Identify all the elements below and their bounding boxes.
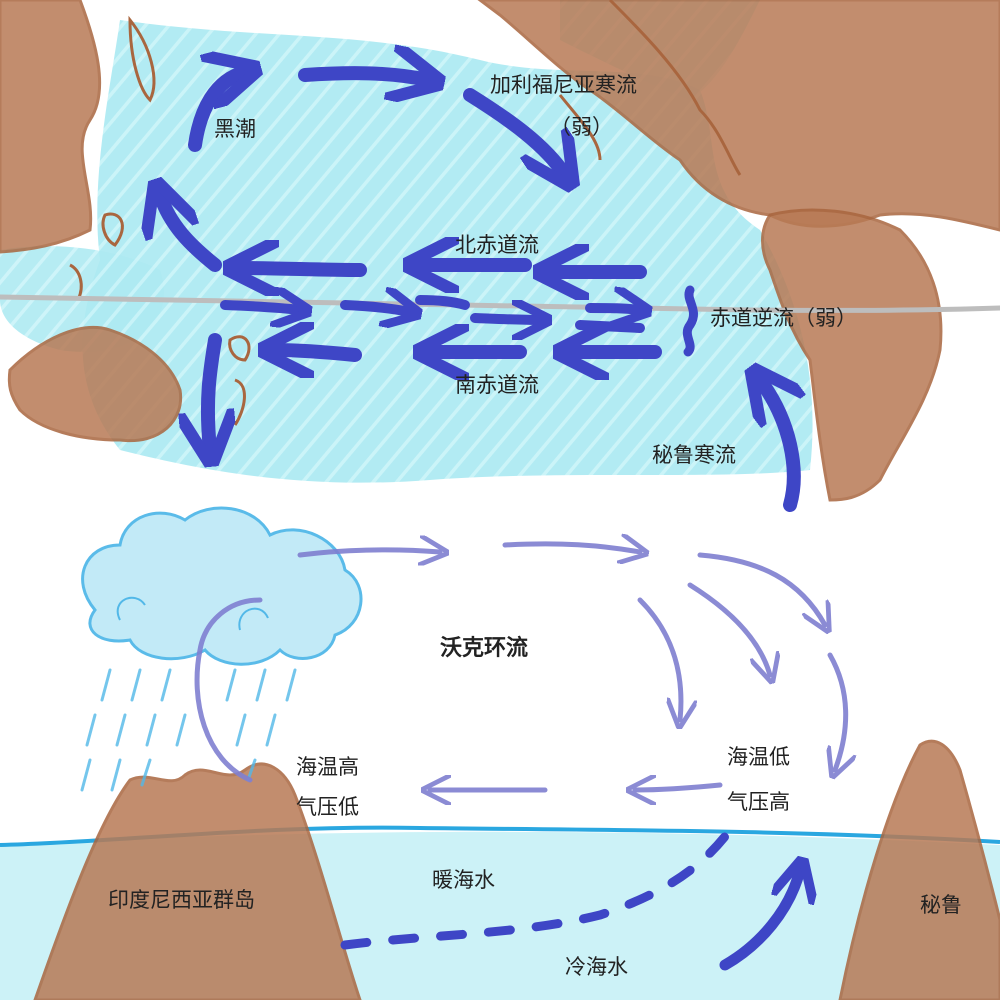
label-kuroshio: 黑潮 [214,117,256,141]
upper-flow-arrow-1 [297,550,440,555]
counter-current-arrow-2 [340,305,410,312]
label-peru-current: 秘鲁寒流 [652,443,736,467]
north-pacific-drift-arrow [298,73,428,80]
land-asia [0,0,156,254]
upper-flow-arrow-3 [697,552,825,625]
walker-arrows [194,544,846,790]
label-warm-water: 暖海水 [432,868,495,892]
north-equatorial-arrow-1 [240,268,367,270]
surface-return-arrow-1 [635,785,723,790]
kuroshio-west-arrow [160,195,222,272]
counter-current-hook [682,285,698,357]
south-equatorial-arrow-1 [275,350,362,355]
rain [80,668,297,792]
warm-water-arrow [340,825,735,950]
land-south-america [761,208,943,502]
east-australia-arrow [208,333,215,450]
indonesia-island [33,762,362,1000]
upper-flow-arrow-2 [502,544,640,552]
label-east-sea-temp: 海温低 [727,745,790,769]
sinking-arrow-1 [637,597,681,720]
counter-current-arrow-3 [415,295,470,310]
rain-cloud [81,506,363,666]
peru-current-arrow [760,380,794,512]
counter-current-arrow-4 [470,318,540,320]
land-north-america [477,0,1000,232]
label-west-sea-temp: 海温高 [296,755,359,779]
counter-current-arrow-5 [585,308,640,310]
peru-mountain [838,739,1000,1000]
walker-circulation-title: 沃克环流 [440,636,529,661]
kuroshio-arrow [188,72,245,152]
label-west-pressure: 气压低 [296,795,359,819]
sinking-arrow-2 [687,582,770,675]
label-north-equatorial-current: 北赤道流 [455,233,539,257]
label-peru: 秘鲁 [920,893,962,917]
label-cold-water: 冷海水 [565,955,628,979]
label-indonesia: 印度尼西亚群岛 [108,888,255,912]
label-equatorial-countercurrent: 赤道逆流（弱） [710,306,857,330]
cold-water-upwelling-arrow [719,870,800,971]
label-east-pressure: 气压高 [727,790,790,814]
rising-air-arrow [194,597,263,783]
counter-current-arrow-6 [575,320,645,333]
label-california-current: 加利福尼亚寒流 [490,73,637,97]
label-california-current-note: （弱） [550,115,613,139]
current-arrows [160,72,794,512]
sinking-arrow-3 [830,652,846,770]
california-current-arrow [463,88,565,175]
counter-current-arrow-1 [220,305,300,310]
label-south-equatorial-current: 南赤道流 [455,373,539,397]
